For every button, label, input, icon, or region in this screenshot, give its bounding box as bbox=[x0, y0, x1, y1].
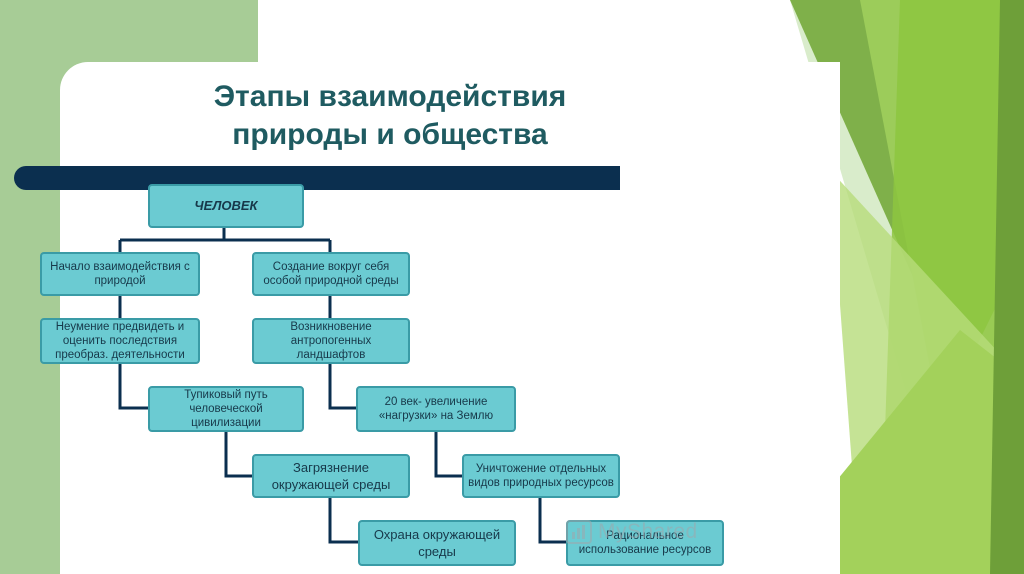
slide-title: Этапы взаимодействия природы и общества bbox=[160, 78, 620, 154]
watermark-text: MyShared bbox=[598, 520, 698, 543]
right-node-1: Создание вокруг себя особой природной ср… bbox=[252, 252, 410, 296]
watermark-logo-icon bbox=[566, 520, 592, 544]
left-node-5: Охрана окружающей среды bbox=[358, 520, 516, 566]
right-node-4: Уничтожение отдельных видов природных ре… bbox=[462, 454, 620, 498]
root-node: ЧЕЛОВЕК bbox=[148, 184, 304, 228]
watermark: MyShared bbox=[566, 516, 746, 548]
left-node-4: Загрязнение окружающей среды bbox=[252, 454, 410, 498]
right-node-2: Возникновение антропогенных ландшафтов bbox=[252, 318, 410, 364]
right-node-3: 20 век- увеличение «нагрузки» на Землю bbox=[356, 386, 516, 432]
left-node-2: Неумение предвидеть и оценить последстви… bbox=[40, 318, 200, 364]
left-node-3: Тупиковый путь человеческой цивилизации bbox=[148, 386, 304, 432]
left-node-1: Начало взаимодействия с природой bbox=[40, 252, 200, 296]
header-bar bbox=[14, 166, 620, 190]
title-line-1: Этапы взаимодействия bbox=[213, 80, 567, 113]
title-line-2: природы и общества bbox=[232, 118, 548, 151]
right-node-5: Рациональное использование ресурсов bbox=[566, 520, 724, 566]
